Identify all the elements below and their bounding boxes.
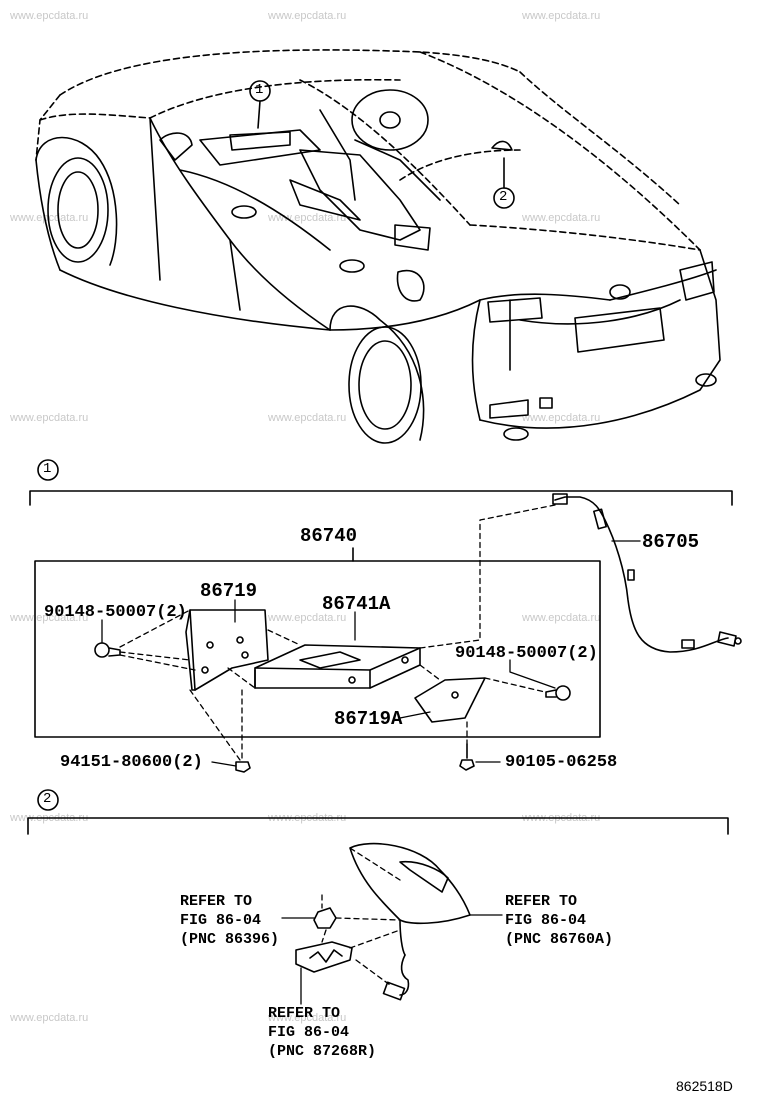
watermark: www.epcdata.ru xyxy=(268,1012,347,1024)
nut-shape xyxy=(235,761,251,773)
bolt-left-shape xyxy=(94,642,121,658)
section-1-number: 1 xyxy=(43,461,52,477)
watermark: www.epcdata.ru xyxy=(10,612,89,624)
section-2-label-leaders xyxy=(281,914,503,1005)
module-86741A-shape xyxy=(254,644,421,689)
screw-shape xyxy=(459,743,475,771)
figure-id: 862518D xyxy=(676,1078,733,1094)
watermark: www.epcdata.ru xyxy=(10,412,89,424)
part-bolt-left: 90148-50007(2) xyxy=(44,603,187,622)
section-1-frame xyxy=(29,459,733,738)
section-1-label-leaders xyxy=(101,540,641,767)
section-2-leaders xyxy=(321,847,401,986)
part-86741A: 86741A xyxy=(322,593,391,615)
watermark: www.epcdata.ru xyxy=(522,412,601,424)
watermark: www.epcdata.ru xyxy=(268,612,347,624)
part-86719: 86719 xyxy=(200,580,258,602)
watermark: www.epcdata.ru xyxy=(10,1012,89,1024)
car-illustration xyxy=(35,49,721,444)
antenna-nut-shape xyxy=(313,907,337,929)
watermark: www.epcdata.ru xyxy=(268,10,347,22)
part-86719A: 86719A xyxy=(334,708,403,730)
part-86705: 86705 xyxy=(642,531,700,553)
part-nut: 94151-80600(2) xyxy=(60,753,203,772)
refer-fig-87268R: REFER TO FIG 86-04 (PNC 87268R) xyxy=(268,1005,377,1060)
watermark: www.epcdata.ru xyxy=(522,10,601,22)
callout-2-car xyxy=(493,157,515,209)
callout-1-label: 1 xyxy=(255,82,264,98)
watermark: www.epcdata.ru xyxy=(522,612,601,624)
watermark: www.epcdata.ru xyxy=(268,412,347,424)
watermark: www.epcdata.ru xyxy=(10,212,89,224)
shark-fin-antenna-shape xyxy=(349,842,471,1001)
refer-fig-86760A: REFER TO FIG 86-04 (PNC 86760A) xyxy=(505,893,614,948)
part-86740: 86740 xyxy=(300,525,358,547)
watermark: www.epcdata.ru xyxy=(10,10,89,22)
part-bolt-right: 90148-50007(2) xyxy=(455,644,598,663)
bracket-86719A-shape xyxy=(414,677,486,723)
section-2-frame xyxy=(27,789,729,835)
cable-86705-shape xyxy=(552,493,742,653)
refer-fig-86396: REFER TO FIG 86-04 (PNC 86396) xyxy=(180,893,280,948)
part-screw: 90105-06258 xyxy=(505,753,618,772)
bolt-right-shape xyxy=(545,685,571,701)
section-1-leaders xyxy=(119,504,556,761)
antenna-pad-shape xyxy=(295,941,353,973)
section-2-number: 2 xyxy=(43,791,52,807)
watermark: www.epcdata.ru xyxy=(522,212,601,224)
bracket-86719-shape xyxy=(185,609,269,691)
callout-1-car xyxy=(249,80,271,129)
watermark: www.epcdata.ru xyxy=(268,212,347,224)
callout-2-label: 2 xyxy=(499,189,508,205)
